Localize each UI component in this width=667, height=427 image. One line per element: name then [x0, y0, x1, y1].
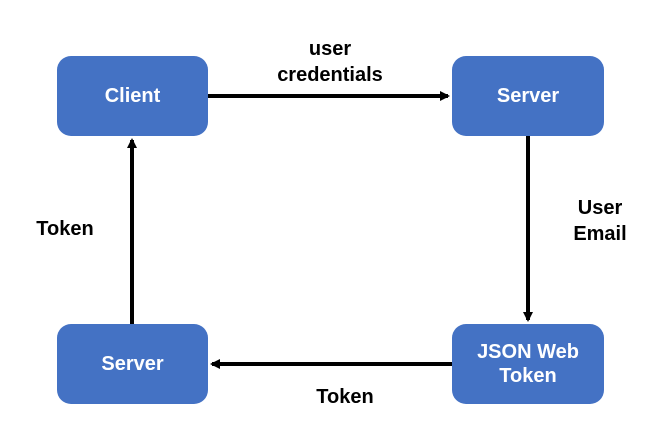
edge-label-user-credentials: user credentials: [240, 36, 420, 88]
edge-label-token-bottom: Token: [316, 386, 374, 408]
edge-label-user-credentials-line2: credentials: [277, 64, 383, 86]
jwt-node-label: JSON Web Token: [477, 340, 579, 388]
jwt-node-label-line1: JSON Web: [477, 341, 579, 363]
server-bottom-node-label: Server: [101, 353, 164, 375]
edge-label-user-email-line2: Email: [573, 223, 627, 245]
client-node-label: Client: [104, 85, 161, 107]
edge-label-user-email: User Email: [555, 195, 645, 247]
server-top-node-label: Server: [496, 85, 560, 107]
edge-label-user-email-line1: User: [577, 197, 623, 219]
server-bottom-node: Server: [57, 324, 208, 404]
jwt-node: JSON Web Token: [452, 324, 604, 404]
jwt-node-label-line2: Token: [499, 365, 557, 387]
server-top-node: Server: [452, 56, 604, 136]
edge-label-token-left: Token: [36, 218, 94, 240]
client-node: Client: [57, 56, 208, 136]
edge-label-user-credentials-line1: user: [308, 38, 352, 60]
